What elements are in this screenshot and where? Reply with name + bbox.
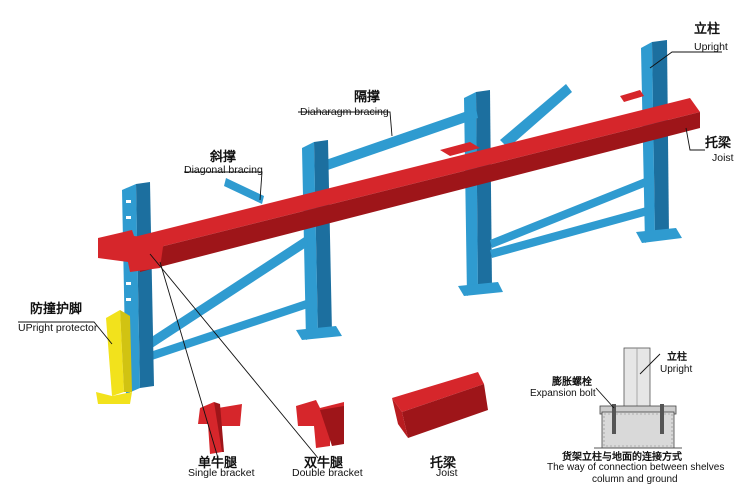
single-bracket-label-zh: 单牛腿 bbox=[198, 456, 238, 471]
double-bracket-label-zh: 双牛腿 bbox=[304, 456, 344, 471]
ground-connection-detail bbox=[594, 347, 682, 449]
joist-top-label-zh: 托梁 bbox=[705, 136, 732, 151]
double-bracket-part bbox=[296, 400, 344, 448]
leader-protector bbox=[18, 321, 113, 345]
leader-lines bbox=[18, 51, 722, 459]
diagonal-label-en: Diagonal bracing bbox=[184, 164, 263, 176]
joist-part-label-zh: 托梁 bbox=[430, 456, 457, 471]
upright-label-en: Upright bbox=[694, 41, 728, 53]
diaphragm-label-zh: 隔撑 bbox=[354, 90, 381, 105]
expansion-bolt-label-zh: 膨胀螺栓 bbox=[552, 377, 592, 388]
diagonal-label-zh: 斜撑 bbox=[210, 150, 237, 165]
protector-label-en: UPright protector bbox=[18, 322, 98, 334]
detail-upright-label-en: Upright bbox=[660, 364, 693, 375]
diagonal-bracing-left bbox=[224, 178, 264, 204]
joist-part bbox=[392, 372, 488, 438]
diagonal-bracing-back-2 bbox=[490, 176, 652, 248]
leader-joist-top bbox=[685, 127, 705, 151]
leader-upright bbox=[649, 51, 722, 69]
leader-double-bracket bbox=[149, 253, 319, 459]
leader-diagonal bbox=[184, 171, 263, 201]
diagonal-bracing-back bbox=[500, 84, 572, 148]
leader-diaphragm bbox=[298, 111, 393, 137]
upright-back-right bbox=[636, 40, 682, 243]
joist-part-label-en: Joist bbox=[436, 467, 458, 479]
upright-label-zh: 立柱 bbox=[694, 22, 721, 37]
leader-detail-upright bbox=[639, 353, 661, 375]
joist-top-label-en: Joist bbox=[712, 152, 734, 164]
beam-main bbox=[98, 90, 700, 272]
leader-single-bracket bbox=[159, 261, 219, 459]
double-bracket-label-en: Double bracket bbox=[292, 467, 363, 479]
connection-label-en-line1: The way of connection between shelves bbox=[547, 462, 725, 473]
connection-label-zh: 货架立柱与地面的连接方式 bbox=[562, 452, 682, 463]
single-bracket-part bbox=[198, 402, 242, 454]
upright-protector bbox=[96, 310, 132, 404]
side-bracing-upper bbox=[150, 236, 308, 348]
diaphragm-bracing-back bbox=[320, 108, 478, 172]
side-bracing-lower bbox=[150, 300, 308, 360]
protector-label-zh: 防撞护脚 bbox=[30, 302, 83, 317]
expansion-bolt-label-en: Expansion bolt bbox=[530, 388, 596, 399]
connection-label-en-line2: column and ground bbox=[592, 474, 678, 485]
leader-expansion-bolt bbox=[595, 387, 615, 409]
single-bracket-label-en: Single bracket bbox=[188, 467, 255, 479]
detail-upright-label-zh: 立柱 bbox=[667, 352, 687, 363]
diaphragm-label-en: Diaharagm bracing bbox=[300, 106, 389, 118]
lower-bracing-back bbox=[490, 206, 652, 258]
